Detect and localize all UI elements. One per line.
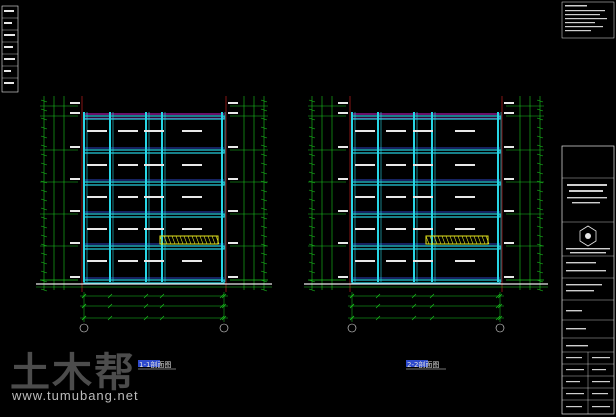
section-title-marks: [138, 360, 446, 370]
section-2-2: [304, 96, 548, 333]
section-1-1-label: 1-1剖面图: [139, 361, 172, 369]
legend-block: [1, 5, 19, 93]
watermark-url: www.tumubang.net: [12, 388, 139, 403]
title-block: [561, 145, 615, 415]
section-2-2-label: 2-2剖面图: [407, 361, 440, 369]
notes-block: [561, 1, 615, 39]
company-logo-icon: [579, 225, 597, 247]
section-1-1: [36, 96, 272, 333]
watermark-logo: 土木帮: [10, 350, 136, 396]
